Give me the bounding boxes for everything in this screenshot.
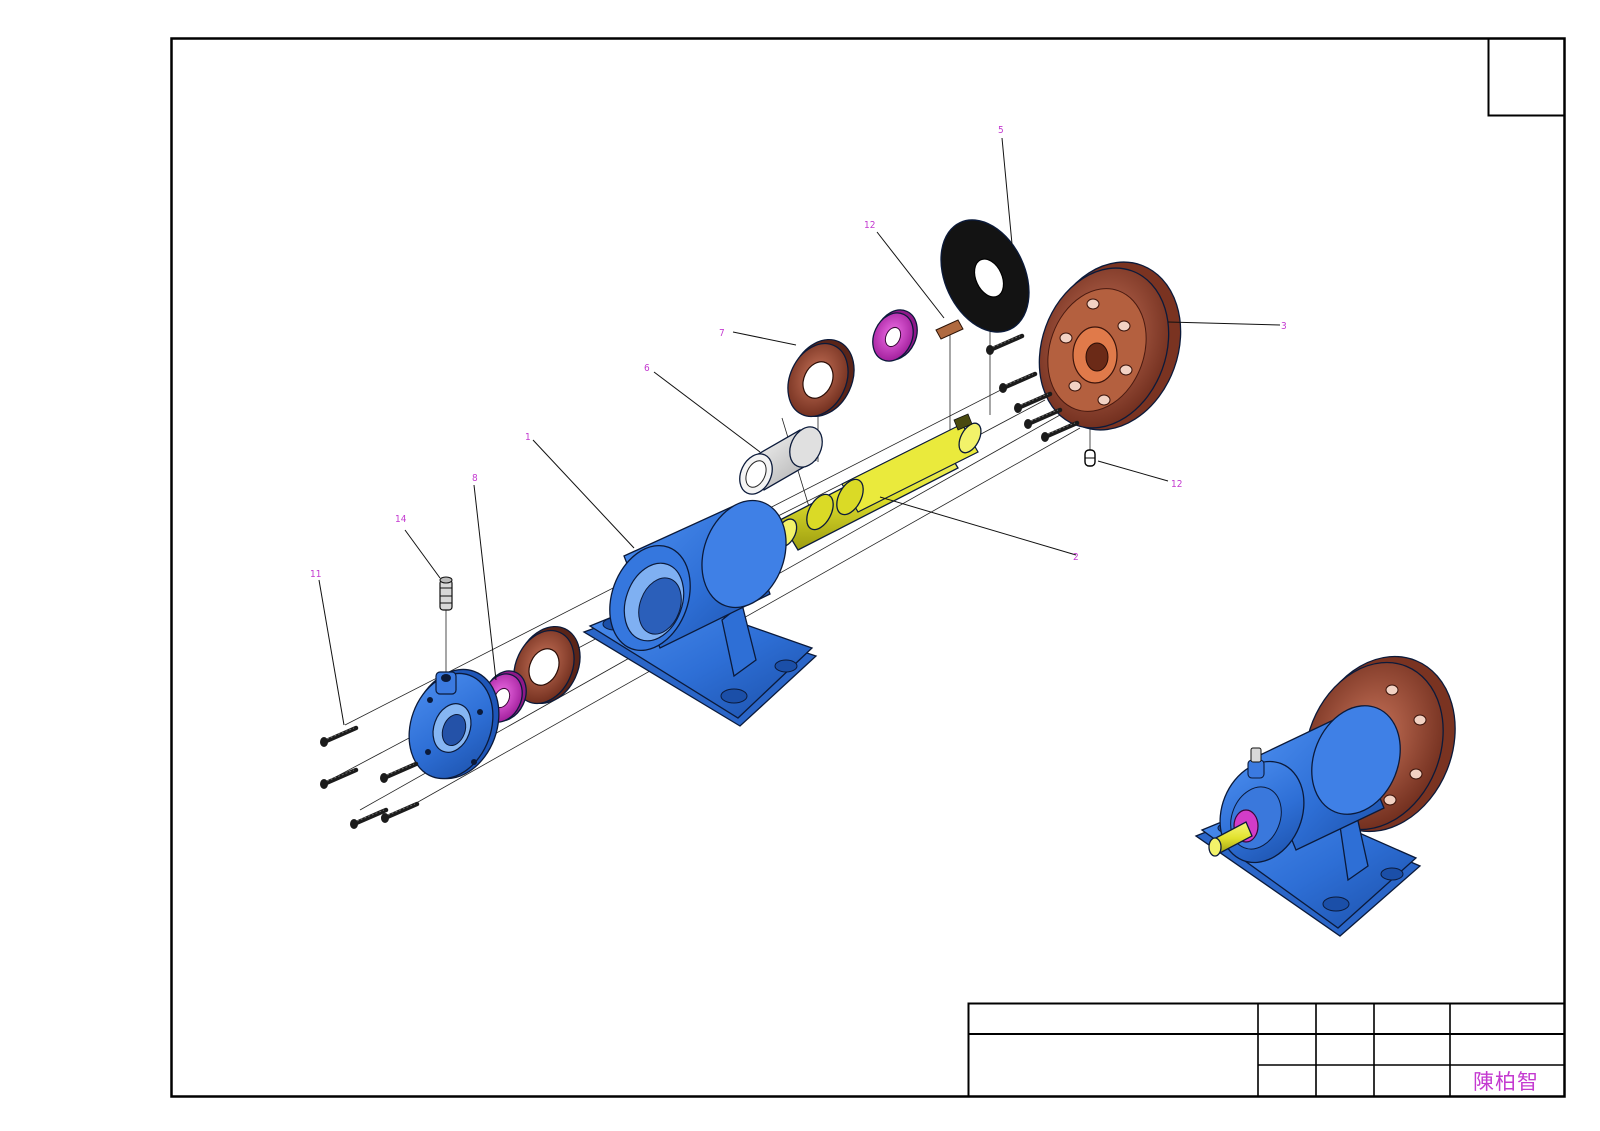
spacer-part-8-upper (872, 309, 918, 362)
balloon-8: 8 (472, 473, 478, 484)
key-part-12-top (935, 319, 964, 340)
balloon-7: 7 (719, 328, 725, 339)
key-part-12-right (1084, 449, 1096, 467)
balloon-14: 14 (395, 514, 407, 525)
leader-lines (318, 137, 1281, 726)
bolts-left-group (320, 728, 417, 829)
seal-part-5 (940, 219, 1030, 333)
assembled-view (1194, 655, 1456, 937)
balloon-2: 2 (1073, 552, 1079, 563)
pulley-part-3 (1038, 261, 1182, 431)
title-block (967, 1002, 1566, 1098)
balloon-labels: 1 2 3 5 6 7 8 11 12 12 14 (310, 125, 1287, 580)
bearing-part-7-upper (787, 338, 855, 418)
balloon-6: 6 (644, 363, 650, 374)
balloon-12-top: 12 (864, 220, 875, 231)
end-cap-flange (408, 668, 500, 780)
balloon-5: 5 (998, 125, 1004, 136)
balloon-3: 3 (1281, 321, 1287, 332)
balloon-11: 11 (310, 569, 321, 580)
balloon-12-right: 12 (1171, 479, 1182, 490)
bearing-part-7-lower (513, 625, 581, 705)
housing-part-1 (582, 499, 818, 727)
drawing-frame (170, 37, 1566, 1098)
grease-nipple-part-14 (439, 576, 453, 611)
author-name: 陳柏智 (1473, 1070, 1539, 1094)
balloon-1: 1 (525, 432, 531, 443)
shaft-part-2 (774, 413, 982, 551)
sleeve-part-6 (739, 426, 823, 495)
